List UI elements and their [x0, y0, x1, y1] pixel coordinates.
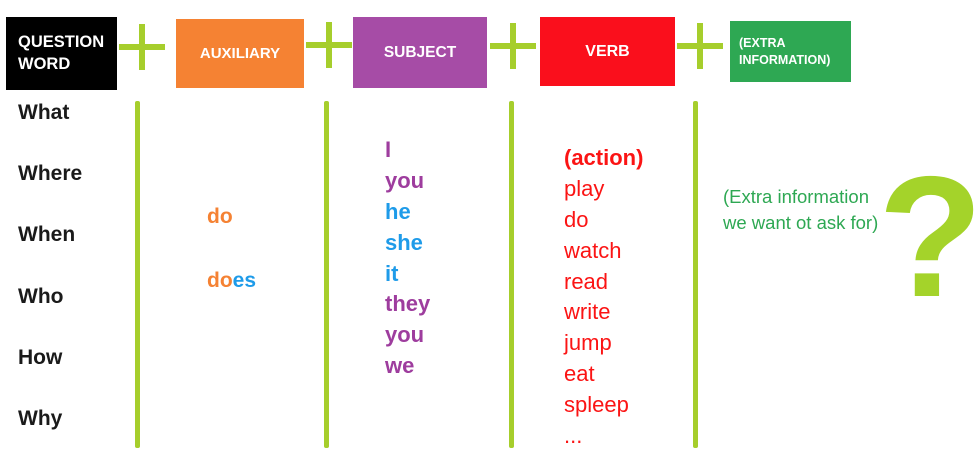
verb-item: watch: [564, 237, 622, 263]
subjects-list: I you he she it they you we: [385, 135, 430, 381]
auxiliary-box: AUXILIARY: [176, 19, 304, 88]
subject-item: they: [385, 291, 431, 317]
plus-icon: [306, 22, 352, 68]
auxiliary-does-stem: do: [207, 269, 233, 292]
auxiliary-box-label: AUXILIARY: [199, 45, 281, 62]
verbs-header: (action): [564, 145, 644, 171]
verb-item: play: [564, 176, 605, 202]
verb-item: jump: [564, 330, 612, 356]
subject-box: SUBJECT: [353, 17, 487, 88]
question-word-item: When: [18, 223, 76, 247]
auxiliary-does: does: [207, 269, 256, 293]
question-word-item: Why: [18, 407, 63, 431]
plus-icon: [677, 23, 723, 69]
verb-item: do: [564, 206, 589, 232]
subject-item: he: [385, 198, 411, 224]
extra-information-box-label: (EXTRA INFORMATION): [739, 35, 831, 67]
question-word-box-label: QUESTION WORD: [18, 33, 105, 73]
verb-item: ...: [564, 422, 583, 448]
plus-icon: [490, 23, 536, 69]
subject-item: it: [385, 260, 399, 286]
verb-item: read: [564, 268, 609, 294]
question-words-list: What Where When Who How Why: [18, 82, 128, 450]
auxiliary-do: do: [207, 205, 233, 228]
column-divider: [135, 101, 140, 448]
question-mark-glyph: ?: [878, 141, 980, 333]
extra-information-note-line1: (Extra information: [723, 186, 869, 207]
subject-box-label: SUBJECT: [383, 43, 457, 61]
extra-information-note-line2: we want ot ask for): [723, 212, 879, 233]
extra-information-note: (Extra information we want ot ask for): [723, 184, 913, 236]
subject-item: we: [385, 352, 415, 378]
question-word-item: What: [18, 100, 70, 124]
column-divider: [693, 101, 698, 448]
subject-item: she: [385, 229, 423, 255]
verb-item: write: [564, 299, 611, 325]
subject-item: you: [385, 322, 425, 348]
subject-item: I: [385, 137, 392, 163]
extra-information-box: (EXTRA INFORMATION): [730, 21, 851, 82]
column-divider: [324, 101, 329, 448]
auxiliary-does-ending: es: [232, 269, 257, 292]
column-divider: [509, 101, 514, 448]
verb-box: VERB: [540, 17, 675, 86]
verb-item: eat: [564, 360, 595, 386]
verb-box-label: VERB: [585, 42, 630, 60]
question-word-item: How: [18, 345, 63, 369]
verb-item: spleep: [564, 391, 629, 417]
question-word-item: Who: [18, 284, 64, 308]
plus-icon: [119, 24, 165, 70]
question-word-box: QUESTION WORD: [6, 17, 117, 90]
subject-item: you: [385, 168, 425, 194]
verbs-list: (action) play do watch read write jump e…: [564, 143, 643, 451]
question-word-item: Where: [18, 161, 83, 185]
